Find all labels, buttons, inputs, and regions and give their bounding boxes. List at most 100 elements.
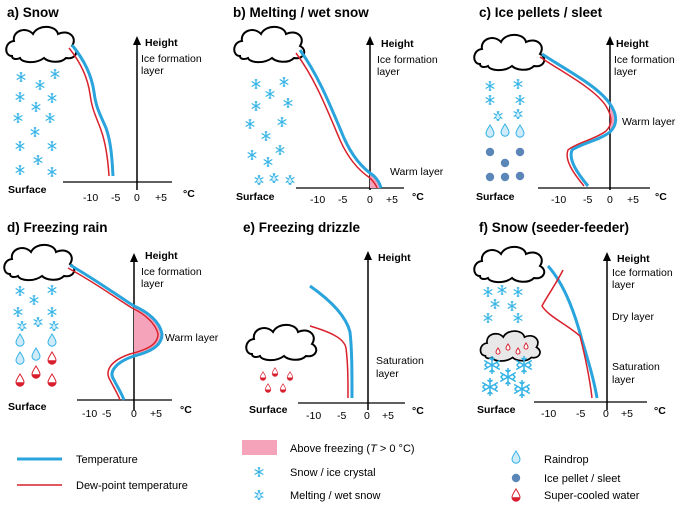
ice-formation-label: Ice formation: [377, 54, 438, 66]
tick-minus-10: -10: [83, 192, 98, 204]
height-label: Height: [381, 38, 414, 50]
saturation-label: Saturation: [376, 355, 424, 367]
wet-snow-icons: [493, 108, 523, 122]
supercooled-drops: [259, 367, 294, 393]
above-freezing-area: [610, 104, 615, 132]
dry-layer-label: Dry layer: [612, 311, 655, 323]
panel-f: f) Snow (seeder-feeder) Height Ice forma…: [473, 220, 673, 420]
tick-0: 0: [607, 194, 613, 206]
tick-minus-5: -5: [111, 192, 120, 204]
unit-label: °C: [655, 191, 667, 203]
temperature-curve: [546, 264, 599, 399]
panel-b: b) Melting / wet snow Height Ice formati…: [233, 5, 444, 206]
saturation-label: Saturation: [612, 361, 660, 373]
temperature-curve: [541, 52, 618, 187]
dewpoint-curve: [539, 56, 612, 187]
layer-label: layer: [612, 279, 635, 291]
snow-crystals: [483, 284, 523, 324]
warm-layer-label: Warm layer: [165, 332, 219, 344]
supercooled-drops: [15, 351, 57, 387]
tick-0: 0: [367, 194, 373, 206]
height-label: Height: [145, 250, 178, 262]
tick-plus-5: +5: [150, 408, 162, 420]
ice-pellets: [485, 147, 525, 182]
dewpoint-curve: [309, 325, 349, 399]
cloud-icon: [3, 243, 76, 282]
cloud-icon: [473, 33, 546, 72]
layer-label: layer: [141, 278, 164, 290]
cloud-icon: [5, 25, 78, 64]
height-label: Height: [145, 37, 178, 49]
legend-dewpoint-label: Dew-point temperature: [76, 480, 188, 492]
wet-snow-icons: [17, 316, 59, 332]
unit-label: °C: [180, 404, 192, 416]
legend-wet-snow-label: Melting / wet snow: [290, 490, 381, 502]
tick-plus-5: +5: [386, 194, 398, 206]
surface-label: Surface: [249, 404, 288, 416]
tick-minus-10: -10: [310, 194, 325, 206]
tick-plus-5: +5: [627, 194, 639, 206]
height-label: Height: [378, 252, 411, 264]
panel-e-title: e) Freezing drizzle: [243, 220, 361, 235]
panel-e: e) Freezing drizzle Height Saturation la…: [243, 220, 424, 422]
panel-c: c) Ice pellets / sleet Height Ice format…: [473, 5, 676, 206]
temperature-curve: [70, 44, 115, 177]
tick-plus-5: +5: [155, 192, 167, 204]
panel-a: a) Snow Height Ice formation layer Surfa…: [5, 5, 202, 204]
cloud-icon: [233, 25, 306, 64]
legend-snow-icon: [254, 466, 264, 478]
unit-label: °C: [654, 405, 666, 417]
tick-minus-10: -10: [551, 194, 566, 206]
wet-snow-icons: [254, 172, 295, 186]
raindrops: [485, 123, 525, 138]
tick-0: 0: [603, 408, 609, 420]
layer-label: layer: [141, 65, 164, 77]
cloud-icon: [245, 323, 318, 362]
tick-0: 0: [131, 408, 137, 420]
panel-a-title: a) Snow: [7, 5, 59, 20]
dewpoint-curve: [295, 52, 378, 189]
legend-above-freezing-label: Above freezing (T > 0 °C): [290, 443, 415, 455]
height-label: Height: [617, 253, 650, 265]
legend-ice-pellet-icon: [511, 473, 521, 483]
snow-crystals: [485, 78, 525, 106]
panel-d: d) Freezing rain Height Ice formation la…: [3, 220, 219, 420]
legend-temperature-label: Temperature: [76, 454, 138, 466]
surface-label: Surface: [8, 184, 47, 196]
snow-crystals: [13, 284, 57, 318]
tick-plus-5: +5: [621, 408, 633, 420]
large-snow-crystals: [481, 355, 533, 399]
warm-layer-label: Warm layer: [622, 116, 676, 128]
dewpoint-curve: [541, 269, 593, 399]
tick-0: 0: [364, 410, 370, 422]
height-label: Height: [616, 38, 649, 50]
tick-minus-10: -10: [306, 410, 321, 422]
ice-formation-label: Ice formation: [614, 54, 675, 66]
panel-d-title: d) Freezing rain: [7, 220, 108, 235]
cloud-icon: [473, 245, 546, 284]
tick-minus-10: -10: [82, 408, 97, 420]
temperature-curve: [69, 263, 164, 401]
tick-minus-5: -5: [102, 408, 111, 420]
snow-crystals: [245, 76, 293, 168]
panel-f-title: f) Snow (seeder-feeder): [479, 220, 629, 235]
layer-label: layer: [612, 374, 635, 386]
unit-label: °C: [183, 188, 195, 200]
temperature-curve: [298, 49, 383, 189]
legend-above-freezing-swatch: [242, 440, 277, 455]
legend-ice-pellet-label: Ice pellet / sleet: [544, 473, 620, 485]
legend-snow-label: Snow / ice crystal: [290, 467, 376, 479]
tick-0: 0: [134, 192, 140, 204]
warm-layer-label: Warm layer: [390, 166, 444, 178]
legend-wet-snow-icon: [254, 489, 264, 501]
ice-formation-label: Ice formation: [141, 53, 202, 65]
surface-label: Surface: [8, 401, 47, 413]
layer-label: layer: [377, 66, 400, 78]
legend-raindrop-icon: [511, 450, 521, 464]
tick-minus-5: -5: [337, 410, 346, 422]
tick-minus-5: -5: [338, 194, 347, 206]
unit-label: °C: [412, 405, 424, 417]
legend-raindrop-label: Raindrop: [544, 454, 589, 466]
tick-minus-10: -10: [541, 408, 556, 420]
